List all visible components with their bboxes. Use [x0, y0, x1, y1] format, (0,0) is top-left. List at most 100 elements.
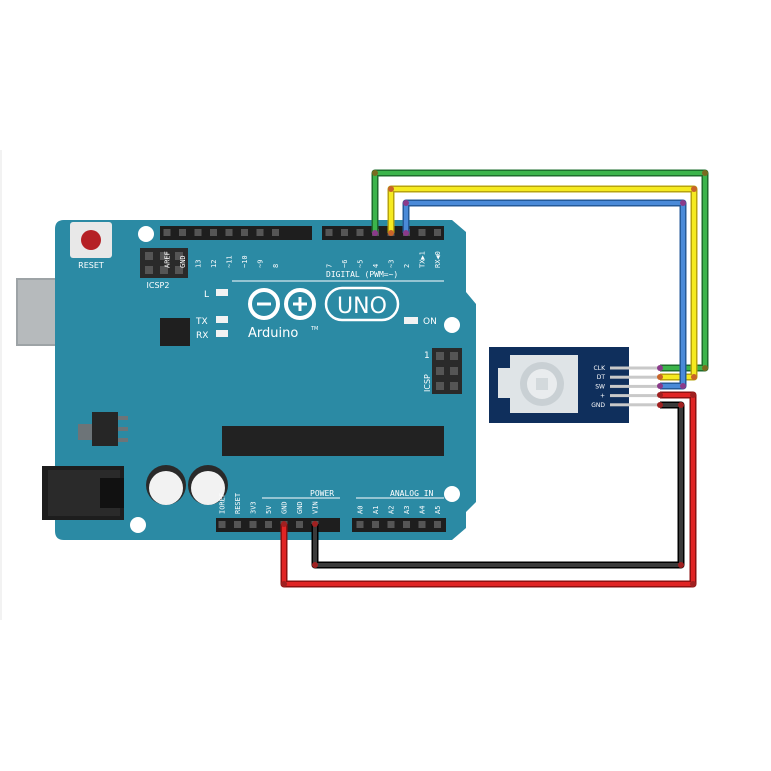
header-pin: [356, 521, 364, 528]
pin-label-top_pins_right-0: 7: [326, 264, 334, 268]
header-pin: [218, 521, 226, 528]
reset-label: RESET: [78, 261, 104, 270]
header-pin: [387, 521, 395, 528]
analog-label: ANALOG IN: [390, 489, 434, 498]
led-l: [216, 289, 228, 296]
encoder-pins: [610, 366, 660, 407]
icsp2-header: [140, 248, 188, 278]
led-tx-label: TX: [195, 317, 208, 327]
pin-label-top_pins_left-0: AREF: [164, 251, 172, 268]
encoder-pin: [610, 394, 660, 398]
icsp-pin1-label: 1: [424, 351, 430, 361]
pin-label-top_pins_right-3: 4: [372, 264, 380, 268]
bottom-pins: [218, 521, 441, 528]
led-tx: [216, 316, 228, 323]
digital-label: DIGITAL (PWM=~): [326, 270, 398, 279]
led-on: [404, 317, 418, 324]
pin-label-power_pins-2: 3V3: [250, 501, 258, 514]
led-rx-label: RX: [196, 331, 208, 341]
icsp-label: ICSP: [423, 374, 432, 392]
pin-label-analog_pins-4: A4: [419, 506, 427, 514]
pin-label-power_pins-6: VIN: [312, 501, 320, 514]
header-pin: [241, 229, 248, 236]
power-header: [216, 518, 340, 532]
rotary-encoder-module: CLK DT SW + GND: [489, 347, 660, 423]
pin-label-top_pins_left-1: GND: [179, 255, 187, 268]
encoder-pin-label-0: CLK: [594, 365, 607, 372]
pin-label-analog_pins-2: A2: [388, 506, 396, 514]
encoder-pin-label-4: GND: [591, 402, 605, 409]
header-pin: [341, 229, 348, 236]
encoder-pin-label-3: +: [600, 393, 605, 400]
pin-label-power_pins-1: RESET: [234, 492, 242, 514]
pin-label-analog_pins-3: A3: [403, 506, 411, 514]
capacitor: [146, 465, 186, 505]
board-pcb: [55, 220, 476, 540]
header-pin: [325, 229, 333, 236]
icsp2-label: ICSP2: [147, 281, 170, 290]
mount-hole: [130, 517, 146, 533]
pin-label-power_pins-4: GND: [281, 501, 289, 514]
header-pin: [225, 229, 233, 236]
pin-label-top_pins_left-3: 12: [210, 260, 218, 268]
arduino-uno-board: RESET ICSP2 L TX RX: [16, 220, 476, 540]
encoder-pin-label-1: DT: [597, 374, 606, 381]
icsp-header: [432, 348, 462, 394]
power-jack: [42, 466, 124, 520]
mount-hole: [138, 226, 154, 242]
pin-label-top_pins_left-4: ~11: [226, 255, 234, 268]
digital-header-right: [322, 226, 444, 240]
arduino-logo: [248, 286, 400, 322]
encoder-pin: [610, 366, 660, 370]
pin-label-top_pins_right-4: ~3: [388, 260, 396, 268]
header-pin: [210, 229, 217, 236]
capacitor: [188, 465, 228, 505]
pin-label-analog_pins-5: A5: [434, 506, 442, 514]
header-pin: [418, 521, 426, 528]
header-pin: [356, 229, 364, 236]
pin-label-top_pins_right-6: TX▶1: [419, 251, 427, 268]
pin-label-top_pins_right-7: RX◀0: [434, 251, 442, 268]
encoder-pin-labels: CLK DT SW + GND: [591, 365, 606, 409]
pin-label-top_pins_left-7: 8: [272, 264, 280, 268]
led-rx: [216, 330, 228, 337]
header-pin: [418, 229, 426, 236]
pin-label-top_pins_left-2: 13: [195, 260, 203, 268]
header-pin: [265, 521, 272, 528]
analog-header: [352, 518, 446, 532]
pin-label-top_pins_left-6: ~9: [257, 260, 265, 268]
header-pin: [234, 521, 241, 528]
encoder-pin: [610, 403, 660, 407]
pin-label-power_pins-5: GND: [296, 501, 304, 514]
header-pin: [434, 521, 441, 528]
wire-joints: [281, 170, 708, 587]
pin-label-top_pins_right-1: ~6: [341, 260, 349, 268]
atmega-chip: [222, 426, 444, 456]
header-pin: [434, 229, 441, 236]
header-pin: [249, 521, 257, 528]
header-pin: [179, 229, 186, 236]
reset-button[interactable]: [70, 222, 112, 258]
header-pin: [296, 521, 303, 528]
logo-tm: TM: [310, 326, 318, 332]
header-pin: [256, 229, 264, 236]
header-pin: [372, 521, 379, 528]
voltage-regulator: [78, 412, 128, 446]
encoder-pin: [610, 384, 660, 388]
logo-brand: Arduino: [248, 326, 298, 341]
header-pin: [194, 229, 202, 236]
usb-chip: [160, 318, 190, 346]
led-on-label: ON: [423, 317, 437, 327]
encoder-pin-label-2: SW: [595, 383, 605, 390]
pin-label-power_pins-0: IOREF: [219, 493, 227, 514]
logo-uno: UNO: [337, 294, 387, 319]
led-l-label: L: [204, 290, 209, 300]
pin-label-analog_pins-0: A0: [357, 506, 365, 514]
pin-label-top_pins_right-2: ~5: [357, 260, 365, 268]
encoder-pin: [610, 375, 660, 379]
mount-hole: [444, 486, 460, 502]
wires: [280, 169, 709, 588]
